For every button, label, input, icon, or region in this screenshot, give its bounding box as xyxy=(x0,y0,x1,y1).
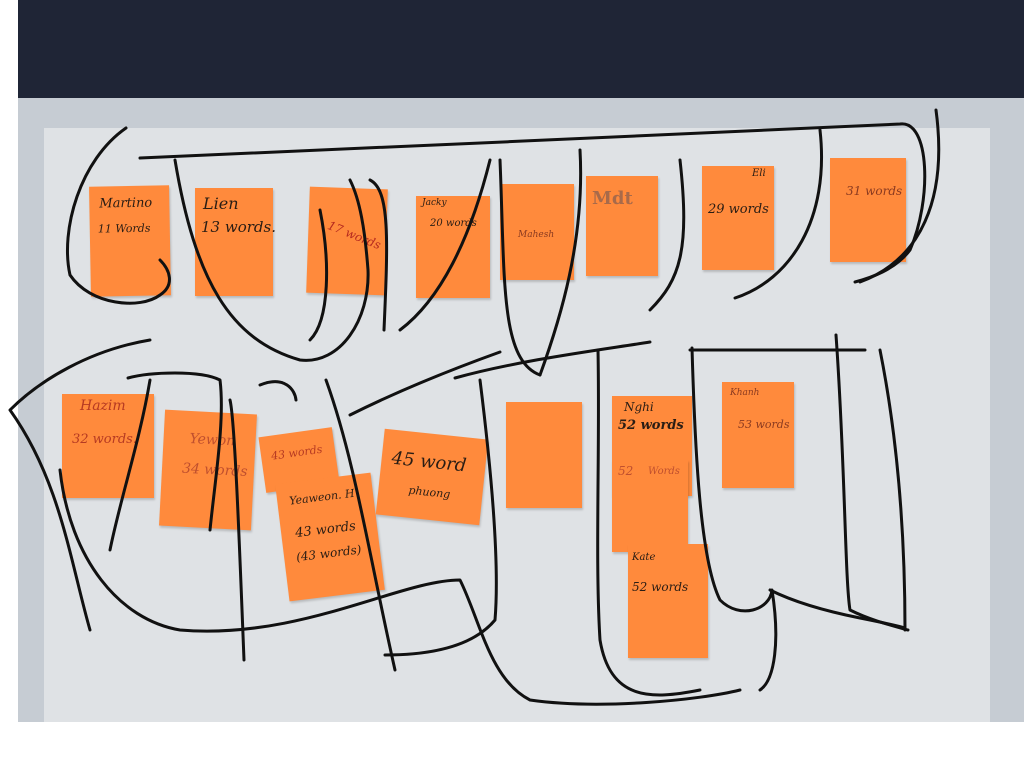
sticky-note-lien: Lien 13 words. xyxy=(195,188,276,296)
sticky-note-khanh: Khanh 53 words xyxy=(722,382,794,488)
note-extra: (43 words) xyxy=(295,542,363,565)
note-words: 31 words xyxy=(846,184,903,198)
note-words: 34 words xyxy=(181,460,248,481)
sticky-note-yeaweon: Yeaweon. H 43 words (43 words) xyxy=(275,472,385,602)
sticky-note-17-words: 17 words xyxy=(306,186,388,296)
note-words: 32 words. xyxy=(72,432,137,447)
note-words: Mdt xyxy=(592,188,633,209)
sticky-note-jacky: Jacky 20 words xyxy=(416,196,490,298)
note-name: Hazim xyxy=(80,398,126,414)
sticky-note-31-words: 31 words xyxy=(830,158,906,262)
sticky-note-mahesh: Mahesh xyxy=(500,184,574,280)
sticky-note-45-word: 45 word phuong xyxy=(375,428,489,526)
note-words: Words xyxy=(648,466,680,477)
note-name: 52 xyxy=(618,464,634,478)
note-words: Mahesh xyxy=(518,230,555,240)
note-words: phuong xyxy=(407,483,451,501)
sticky-note-52-words-middle: 52 Words xyxy=(612,460,688,552)
sticky-note-eli: Eli 29 words xyxy=(702,166,774,270)
sticky-note-yewon: Yewon 34 words xyxy=(159,409,257,531)
note-name: Jacky xyxy=(422,198,447,208)
note-words: 53 words xyxy=(738,418,790,431)
sticky-note-blank-middle xyxy=(506,402,582,508)
note-name: Lien xyxy=(203,194,239,213)
note-name: Martino xyxy=(99,195,153,212)
note-name: Yewon xyxy=(189,431,236,450)
note-words: 11 Words xyxy=(97,221,151,236)
note-words: 13 words. xyxy=(201,218,276,236)
note-name: Kate xyxy=(632,552,656,563)
note-name: Eli xyxy=(752,168,766,179)
note-name: Yeaweon. H xyxy=(288,486,356,508)
note-name: Nghi xyxy=(624,400,654,414)
sticky-note-martino: Martino 11 Words xyxy=(89,185,171,297)
note-name: 45 word xyxy=(390,447,468,477)
note-words: 52 words xyxy=(632,580,689,594)
note-words: 43 words xyxy=(294,518,357,542)
carpet-background xyxy=(18,0,1024,108)
note-words: 52 words xyxy=(618,418,684,433)
sticky-note-mdt: Mdt xyxy=(586,176,658,276)
sticky-note-kate: Kate 52 words xyxy=(628,544,708,658)
note-words: 17 words xyxy=(325,218,383,253)
note-name: Khanh xyxy=(730,388,760,398)
note-words: 43 words xyxy=(270,442,324,463)
note-words: 20 words xyxy=(430,218,477,229)
note-words: 29 words xyxy=(708,202,769,217)
sticky-note-hazim: Hazim 32 words. xyxy=(62,394,154,498)
